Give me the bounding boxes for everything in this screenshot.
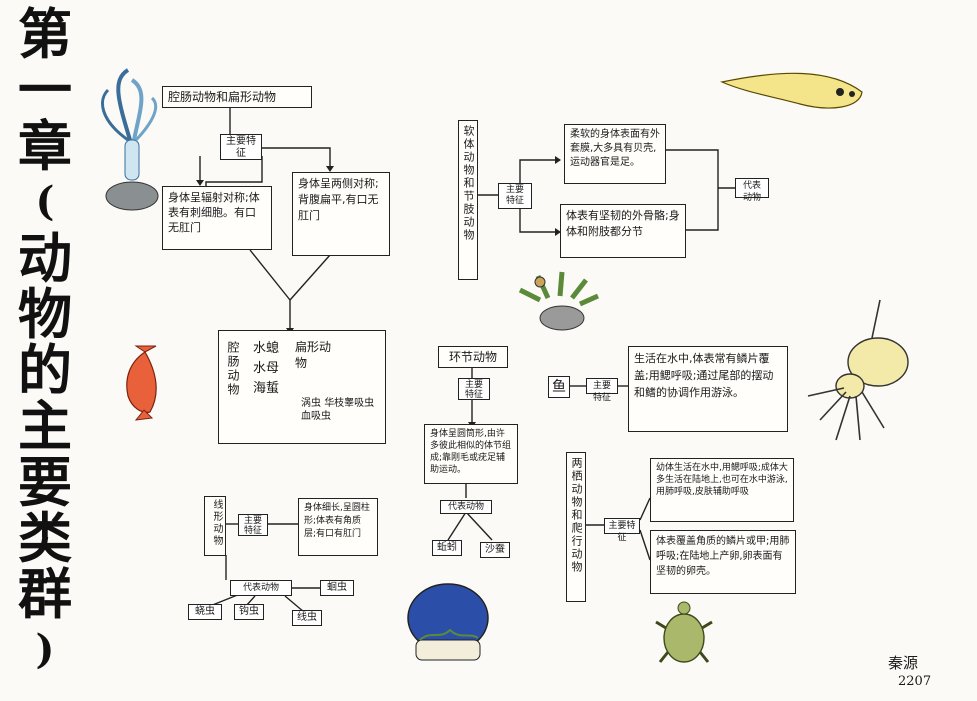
mollusk-key-feature-tag: 主要特征 bbox=[498, 183, 532, 209]
title-char: 类 bbox=[18, 506, 72, 570]
cnidaria-examples: 水螅 水母 海蜇 bbox=[253, 339, 279, 399]
planaria-sketch bbox=[720, 72, 863, 109]
cnidaria-key-feature-tag: 主要特征 bbox=[220, 134, 262, 160]
example-planarian: 涡虫 bbox=[301, 398, 321, 409]
mollusk-example-tag: 代表动物 bbox=[735, 178, 769, 203]
title-char: 一 bbox=[18, 58, 72, 122]
amphibian-reptile-label: 两栖动物和爬行动物 bbox=[566, 452, 586, 602]
hydra-sketch bbox=[101, 68, 159, 211]
fishbowl-sketch bbox=[407, 583, 489, 661]
annelid-example-clamworm: 沙蚕 bbox=[480, 542, 510, 558]
roundworm-example-hookworm: 钩虫 bbox=[234, 604, 264, 620]
title-char: 章 bbox=[18, 114, 72, 178]
example-sea-nettle: 海蜇 bbox=[253, 381, 280, 396]
mollusk-arthropod-label: 软体动物和节肢动物 bbox=[458, 120, 478, 280]
annelid-example-tag: 代表动物 bbox=[440, 500, 492, 514]
roundworm-key-feature-tag: 主要特征 bbox=[238, 514, 268, 536]
goldfish-sketch bbox=[126, 345, 157, 421]
example-jellyfish: 水母 bbox=[253, 361, 280, 376]
title-char: 群 bbox=[18, 562, 72, 626]
mollusk-trait: 柔软的身体表面有外套膜,大多具有贝壳,运动器官是足。 bbox=[564, 124, 666, 184]
spider-sketch bbox=[807, 299, 909, 441]
arthropod-trait: 体表有坚韧的外骨骼;身体和附肢都分节 bbox=[560, 204, 686, 258]
annelid-example-earthworm: 蚯蚓 bbox=[432, 540, 462, 556]
fish-trait: 生活在水中,体表常有鳞片覆盖;用鳃呼吸;通过尾部的摆动和鳍的协调作用游泳。 bbox=[628, 346, 788, 432]
example-blood-fluke: 血吸虫 bbox=[301, 411, 331, 422]
roundworm-example-ascaris: 蛔虫 bbox=[320, 580, 354, 596]
signature-name: 秦源 bbox=[888, 654, 919, 672]
signature-number: 2207 bbox=[898, 674, 932, 689]
annelid-header: 环节动物 bbox=[438, 346, 508, 368]
amphibian-key-feature-tag: 主要特征 bbox=[604, 518, 640, 543]
radial-symmetry-trait: 身体呈辐射对称;体表有刺细胞。有口无肛门 bbox=[162, 186, 272, 250]
title-char: ) bbox=[35, 626, 55, 673]
title-char: 主 bbox=[18, 394, 72, 458]
roundworm-trait: 身体细长,呈圆柱形;体表有角质层;有口有肛门 bbox=[298, 498, 378, 556]
roundworm-example-pinworm: 蛲虫 bbox=[188, 604, 222, 620]
roundworm-example-tag: 代表动物 bbox=[230, 580, 292, 596]
example-liver-fluke: 华枝睾吸虫 bbox=[324, 398, 375, 409]
example-hydra: 水螅 bbox=[253, 341, 280, 356]
cnidaria-header: 腔肠动物和扁形动物 bbox=[162, 86, 312, 108]
fish-label: 鱼 bbox=[548, 376, 570, 398]
title-char: 物 bbox=[18, 282, 72, 346]
title-char: 的 bbox=[18, 338, 72, 402]
roundworm-label: 线形动物 bbox=[204, 496, 226, 556]
snail-plant-sketch bbox=[518, 271, 600, 331]
turtle-sketch bbox=[655, 601, 713, 663]
roundworm-example-nematode: 线虫 bbox=[292, 610, 322, 626]
bilateral-symmetry-trait: 身体呈两侧对称;背腹扁平,有口无肛门 bbox=[292, 172, 390, 256]
title-char: 动 bbox=[18, 226, 72, 290]
title-char: 第 bbox=[18, 2, 72, 66]
title-char: ( bbox=[35, 178, 55, 225]
flatworm-label: 扁形动物 bbox=[295, 340, 332, 370]
reptile-trait: 体表覆盖角质的鳞片或甲;用肺呼吸;在陆地上产卵,卵表面有坚韧的卵壳。 bbox=[650, 530, 796, 594]
title-char: 要 bbox=[18, 450, 72, 514]
annelid-key-feature-tag: 主要特征 bbox=[458, 378, 490, 400]
flatworm-examples: 涡虫 华枝睾吸虫 血吸虫 bbox=[301, 397, 374, 423]
annelid-trait: 身体呈圆筒形,由许多彼此相似的体节组成;靠刚毛或疣足辅助运动。 bbox=[424, 424, 518, 484]
cnidaria-label: 腔肠动物 bbox=[226, 341, 240, 397]
cnidaria-groups-box: 腔肠动物 水螅 水母 海蜇 扁形动物 涡虫 华枝睾吸虫 血吸虫 bbox=[218, 330, 386, 444]
fish-key-feature-tag: 主要特征 bbox=[586, 378, 618, 403]
amphibian-trait: 幼体生活在水中,用鳃呼吸;成体大多生活在陆地上,也可在水中游泳,用肺呼吸,皮肤辅… bbox=[650, 458, 794, 522]
